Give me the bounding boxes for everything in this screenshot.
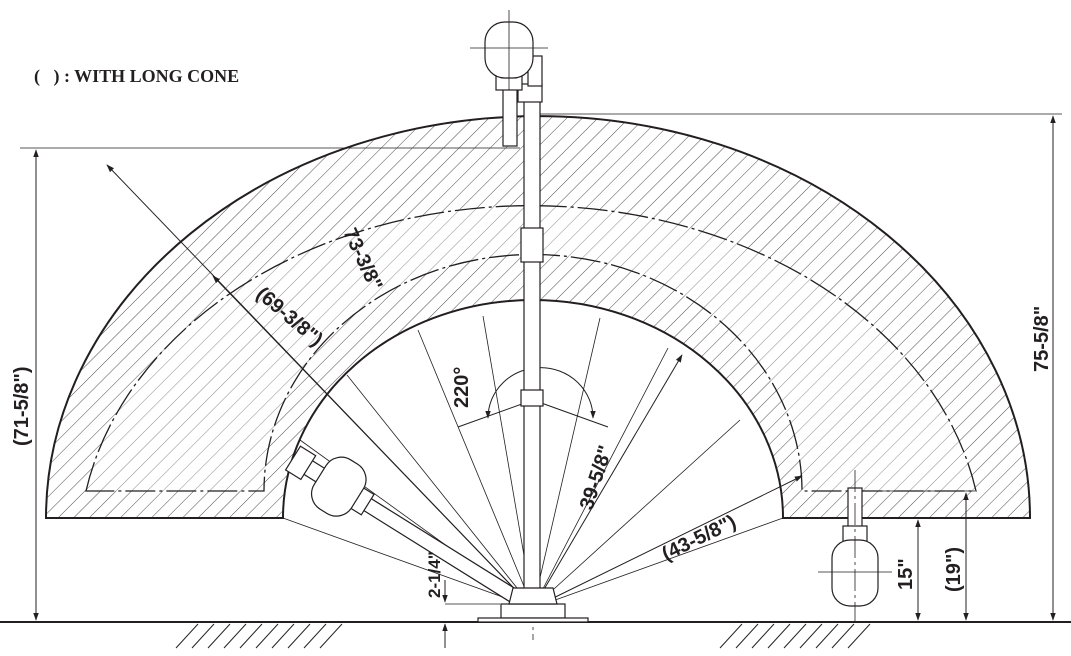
radial-guide-lines [282,315,784,609]
total-height-label: 75-5/8" [1031,306,1053,372]
long-cone-range-outline [85,205,977,492]
top-cone-unit [470,10,548,147]
long-cone-outer-radius-dim-line [212,275,534,609]
tilted-cone-unit [284,445,538,615]
sweep-angle-label: 220° [451,367,473,408]
hatched-range-area [44,115,1032,519]
ground-hatch-left [175,623,343,649]
base-height-label: 2-1/4" [425,551,444,598]
long-cone-inner-radius-dim-line [532,475,803,609]
ground-hatch-right [719,623,871,649]
long-cone-legend-note: ( ) : WITH LONG CONE [34,66,240,86]
vertical-pole [517,55,544,609]
lower-cone-unit [818,470,892,622]
total-height-long-cone-label: (71-5/8") [11,366,33,446]
base-mount [477,587,589,623]
inner-radius-label: 39-5/8" [576,443,617,513]
height-dim-lines [20,113,1062,605]
inner-radius-dim-line [532,354,683,609]
low-height-label: 15" [895,558,917,590]
low-height-long-cone-label: (19") [943,547,965,592]
